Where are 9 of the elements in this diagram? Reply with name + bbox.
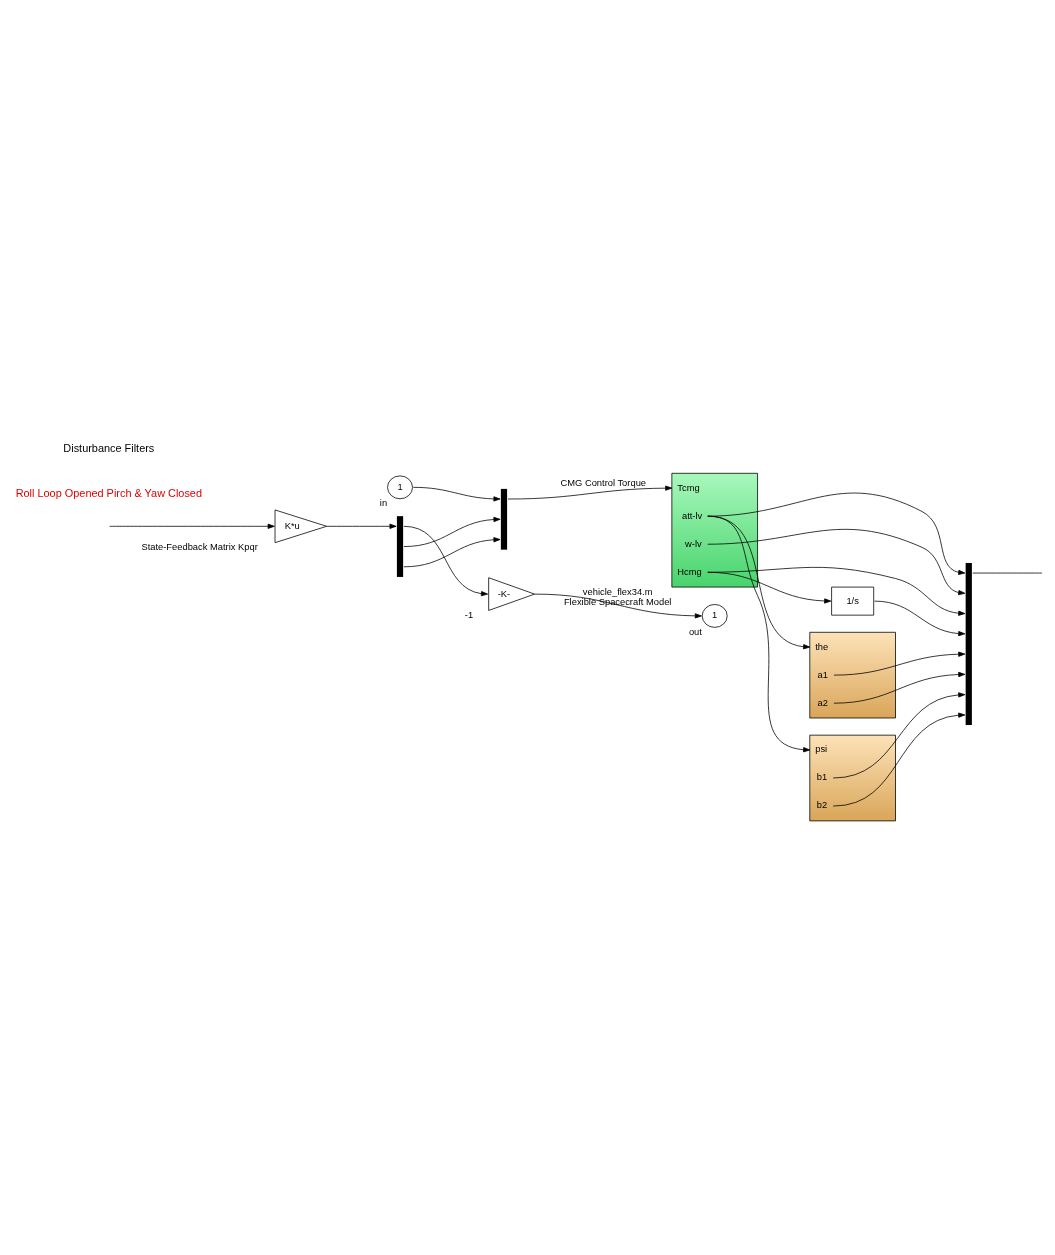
edge-label: CMG Control Torque xyxy=(560,477,647,488)
node-label: out xyxy=(688,626,702,637)
node-label: in xyxy=(379,497,388,508)
label: Disturbance Filters xyxy=(63,441,155,454)
node-label: vehicle_flex34.m xyxy=(582,586,653,597)
node-label: Flexible Spacecraft Model xyxy=(563,596,672,607)
label: Roll Loop Opened Pirch & Yaw Closed xyxy=(15,486,202,499)
node-label: -1 xyxy=(464,609,474,620)
node-label: State-Feedback Matrix Kpqr xyxy=(141,541,258,552)
